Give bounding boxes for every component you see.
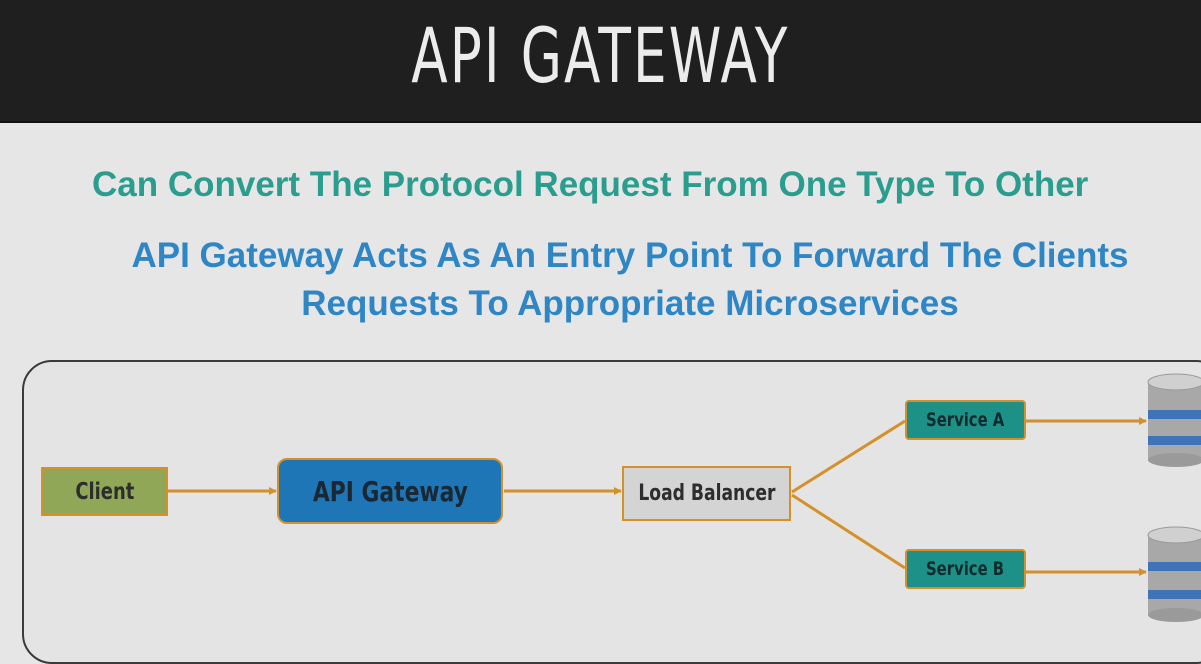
description-line-1: API Gateway Acts As An Entry Point To Fo…	[131, 236, 1129, 275]
api-gateway-label: API Gateway	[312, 474, 468, 508]
service-a-label: Service A	[926, 409, 1005, 431]
load-balancer-node: Load Balancer	[622, 466, 791, 521]
load-balancer-label: Load Balancer	[637, 481, 776, 506]
service-b-node: Service B	[905, 549, 1026, 589]
database-b-icon	[1147, 526, 1201, 622]
client-node: Client	[41, 467, 168, 516]
edge-load-balancer-service-a	[791, 419, 906, 494]
database-a-icon	[1147, 373, 1201, 467]
description-line-2: Requests To Appropriate Microservices	[301, 284, 959, 323]
description: API Gateway Acts As An Entry Point To Fo…	[60, 232, 1200, 328]
service-b-label: Service B	[926, 558, 1005, 580]
page-title: API GATEWAY	[411, 11, 790, 100]
subtitle: Can Convert The Protocol Request From On…	[92, 165, 1089, 204]
header-bar: API GATEWAY	[0, 0, 1201, 123]
api-gateway-node: API Gateway	[277, 458, 503, 524]
diagram-connectors	[168, 373, 1201, 622]
edge-load-balancer-service-b	[791, 493, 906, 570]
client-label: Client	[75, 478, 134, 505]
service-a-node: Service A	[905, 400, 1026, 440]
